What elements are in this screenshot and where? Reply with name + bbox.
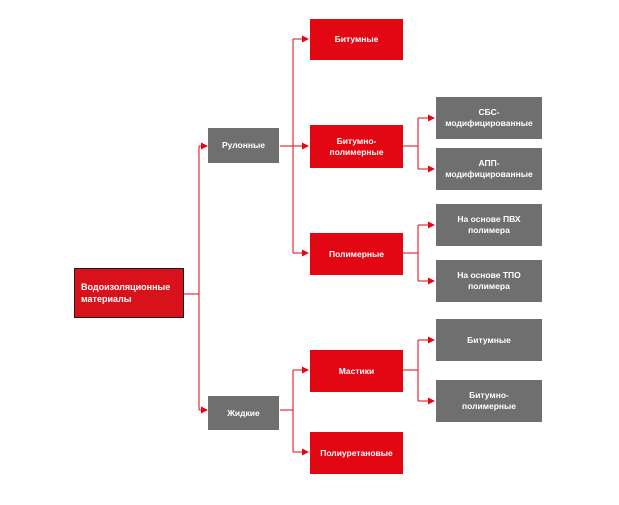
node-bitumen: Битумные (310, 19, 403, 60)
node-polyurethane: Полиуретановые (310, 432, 403, 474)
node-mastics: Мастики (310, 350, 403, 392)
node-bitumen-polymer: Битумно- полимерные (310, 125, 403, 168)
node-sbs: СБС- модифицированные (436, 97, 542, 139)
node-mastic-bitumen-polymer: Битумно- полимерные (436, 380, 542, 422)
node-liquid: Жидкие (208, 396, 279, 430)
node-pvc: На основе ПВХ полимера (436, 204, 542, 246)
node-tpo: На основе ТПО полимера (436, 260, 542, 302)
node-app: АПП- модифицированные (436, 148, 542, 190)
node-polymer: Полимерные (310, 233, 403, 275)
node-rolled: Рулонные (208, 128, 279, 163)
node-mastic-bitumen: Битумные (436, 319, 542, 361)
root-node: Водоизоляционные материалы (74, 268, 184, 318)
